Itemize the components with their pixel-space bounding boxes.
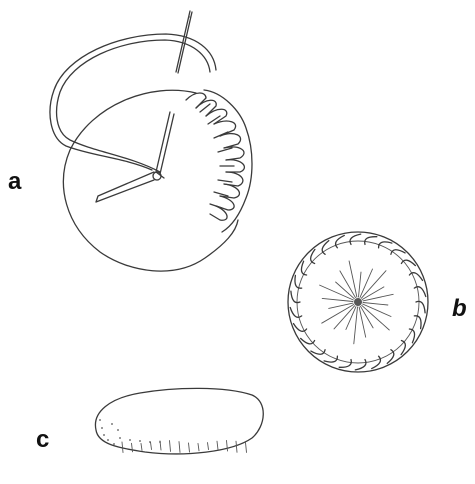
gathering-stitches-a (186, 90, 252, 232)
pleat-line (217, 441, 218, 450)
label-b: b (452, 297, 467, 321)
side-dots-c (99, 419, 161, 445)
gather-line (322, 298, 353, 301)
stipple-dot (129, 439, 131, 441)
gather-line (362, 305, 390, 330)
gather-line (349, 261, 357, 297)
rim-stitch (294, 324, 307, 332)
gather-line (322, 305, 354, 324)
stipple-dot (139, 440, 141, 442)
stipple-dot (99, 419, 101, 421)
panel-a-illustration (50, 11, 252, 271)
panel-b-illustration (288, 232, 428, 372)
pleat-line (227, 441, 228, 452)
panel-c-illustration (95, 388, 263, 454)
rim-stitch (409, 273, 422, 281)
label-c: c (36, 428, 49, 452)
stipple-dot (103, 434, 105, 436)
yoyo-center (354, 298, 362, 306)
stitch-marks-a (200, 104, 234, 208)
stipple-dot (113, 443, 115, 445)
gather-line (363, 303, 388, 306)
thread-loop (57, 40, 210, 172)
stipple-dot (149, 441, 151, 443)
rim-stitch (322, 241, 329, 255)
thread-tail-3 (96, 172, 154, 202)
gather-line (361, 271, 386, 299)
pleat-line (170, 441, 171, 452)
pleat-line (189, 443, 190, 452)
rim-stitch (414, 287, 426, 297)
stipple-dot (101, 427, 103, 429)
gather-line (354, 307, 358, 344)
gather-line (320, 285, 354, 300)
rim-stitch (416, 301, 425, 312)
label-a: a (8, 170, 21, 194)
rim-stitch (301, 338, 315, 343)
pleat-line (179, 442, 180, 453)
pleat-line (236, 441, 237, 452)
pleat-line (246, 443, 247, 453)
pleat-line (198, 444, 199, 451)
rim-stitch (379, 242, 392, 248)
rim-stitch (336, 235, 345, 247)
gather-line (340, 271, 356, 298)
thread-tail-1 (156, 112, 170, 178)
rim-stitch (401, 260, 415, 265)
stipple-dot (117, 429, 119, 431)
gather-line (329, 303, 353, 308)
gather-line (363, 294, 393, 301)
gather-line (359, 307, 366, 337)
pleat-line (151, 442, 152, 449)
stipple-dot (119, 437, 121, 439)
pleat-line (141, 443, 142, 450)
gather-line (359, 272, 362, 297)
pleat-line (208, 443, 209, 450)
rim-stitch (355, 360, 366, 370)
rim-stitch (291, 291, 300, 302)
rim-stitch (350, 234, 361, 244)
pleat-line (132, 443, 133, 452)
rim-stitch (372, 356, 381, 368)
stipple-dot (111, 423, 113, 425)
stipple-dot (107, 439, 109, 441)
pleat-line (122, 442, 123, 453)
rim-stitch (387, 350, 394, 364)
rim-stitch (324, 356, 337, 362)
thread-loop-inner (50, 34, 216, 170)
rim-stitch (290, 308, 302, 318)
stipple-dot (159, 441, 161, 443)
